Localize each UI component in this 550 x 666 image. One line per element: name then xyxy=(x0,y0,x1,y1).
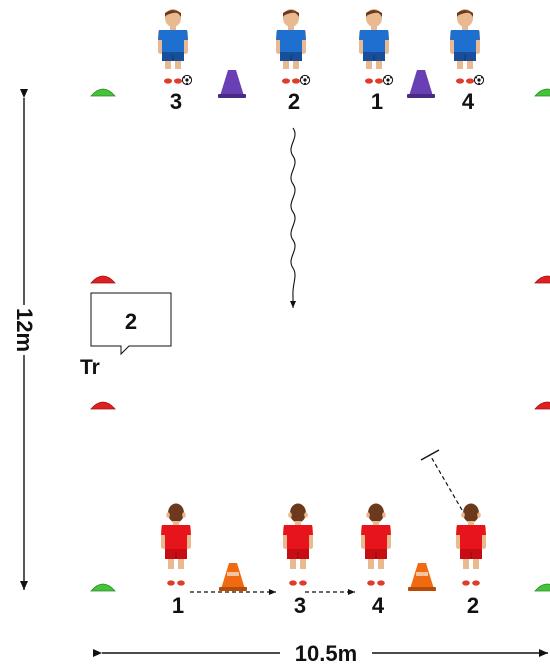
red-player xyxy=(161,503,191,586)
red-cone-left-upper xyxy=(90,275,116,284)
red-player xyxy=(361,503,391,586)
trainer-label: Tr xyxy=(80,356,100,379)
red-player xyxy=(456,503,486,586)
player-number: 3 xyxy=(170,89,182,114)
soccer-ball-icon xyxy=(299,74,311,86)
soccer-ball-icon xyxy=(473,74,485,86)
red-cone-right-lower xyxy=(534,401,550,410)
orange-cone xyxy=(219,563,247,591)
height-dimension: 12m xyxy=(12,89,37,590)
player-number: 2 xyxy=(288,89,300,114)
trainer-call-number: 2 xyxy=(125,309,137,334)
player-number: 4 xyxy=(462,89,475,114)
soccer-ball-icon xyxy=(382,74,394,86)
green-cone-top-left xyxy=(90,88,116,97)
green-cone-bottom-left xyxy=(90,583,116,592)
orange-cone xyxy=(408,563,436,591)
blue-player xyxy=(450,9,485,86)
trainer-callout: 2 Tr xyxy=(80,292,172,379)
dribble-arrow xyxy=(290,127,296,308)
red-player xyxy=(283,503,313,586)
red-cone-right-upper xyxy=(534,275,550,284)
pressing-run xyxy=(420,449,463,511)
boundary-cones xyxy=(90,88,550,592)
purple-cone xyxy=(407,70,435,98)
height-label: 12m xyxy=(12,308,37,352)
soccer-ball-icon xyxy=(181,74,193,86)
purple-cone xyxy=(218,70,246,98)
blue-team: 3 2 1 4 xyxy=(158,9,485,114)
red-team: 1 3 4 2 xyxy=(161,503,486,618)
player-number: 2 xyxy=(467,593,479,618)
blue-player xyxy=(359,9,394,86)
speech-bubble xyxy=(90,292,172,356)
blue-player xyxy=(158,9,193,86)
width-label: 10.5m xyxy=(295,641,357,666)
player-number: 1 xyxy=(172,593,184,618)
width-dimension: 10.5m xyxy=(93,640,548,666)
blue-player xyxy=(276,9,311,86)
player-number: 3 xyxy=(294,593,306,618)
green-cone-top-right xyxy=(534,88,550,97)
green-cone-bottom-right xyxy=(534,583,550,592)
red-cone-left-lower xyxy=(90,401,116,410)
player-number: 1 xyxy=(371,89,383,114)
player-number: 4 xyxy=(372,593,385,618)
